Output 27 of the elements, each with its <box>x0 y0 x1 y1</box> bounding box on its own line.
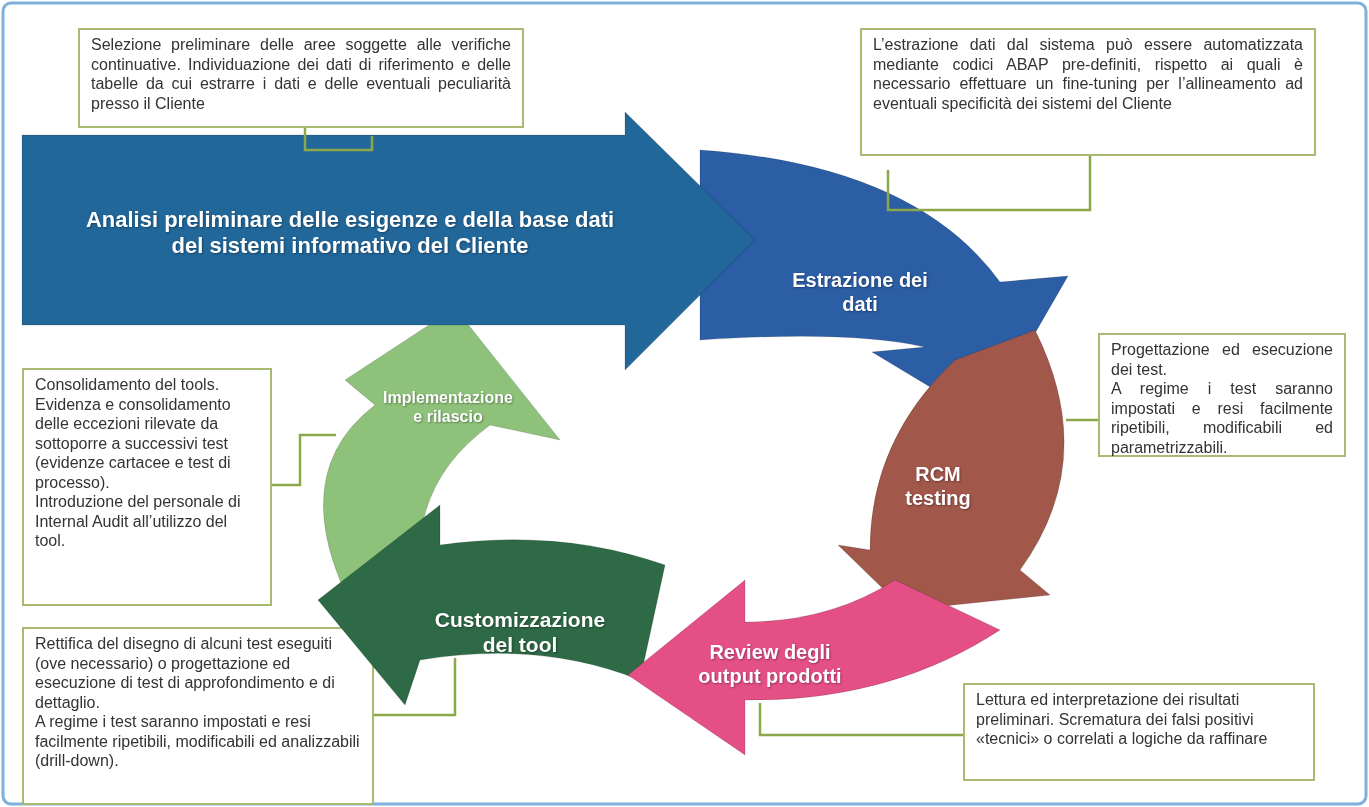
note-text: Introduzione del personale di Internal Audit all’utilizzo del tool. <box>35 492 242 551</box>
note-text: A regime i test saranno impostati e resi facilmente ripetibili, modificabili ed analizzabili (drill-down). <box>35 712 361 771</box>
note-text: Progettazione ed esecuzione dei test. <box>1111 340 1333 379</box>
step-title: Review degli output prodotti <box>697 640 843 688</box>
note-text: Consolidamento del tools. Evidenza e consolidamento delle eccezioni rilevate da sottoporre a successivi test (evidenze cartacee e test di processo). <box>35 375 232 492</box>
step-title: Analisi preliminare delle esigenze e della base dati del sistemi informativo del Cliente <box>84 207 616 260</box>
leader-line <box>886 156 1092 212</box>
note-text: A regime i test saranno impostati e resi facilmente ripetibili, modificabili ed parametrizzabili. <box>1111 379 1333 457</box>
note-box <box>78 28 524 128</box>
note-box <box>22 368 272 606</box>
note-box <box>1098 333 1346 457</box>
step-title: Customizzazione del tool <box>433 607 607 658</box>
note-box <box>963 683 1315 781</box>
leader-line <box>303 128 374 152</box>
leader-line <box>272 433 336 487</box>
leader-line <box>1066 418 1098 422</box>
leader-line <box>374 658 457 717</box>
note-text: L’estrazione dati dal sistema può essere automatizzata mediante codici ABAP pre-definiti, rispetto ai quali è necessario effettuare un fine-tuning per l’allineamento ad eventuali specificità dei sistemi del Cliente <box>873 35 1303 113</box>
note-box <box>860 28 1316 156</box>
note-text: Lettura ed interpretazione dei risultati preliminari. Scrematura dei falsi positivi «tecnici» o correlati a logiche da raffinare <box>976 690 1269 749</box>
leader-line <box>758 703 963 737</box>
note-text: Selezione preliminare delle aree soggette alle verifiche continuative. Individuazione dei dati di riferimento e delle tabelle da cui estrarre i dati e delle eventuali peculiarità presso il Cliente <box>91 35 511 113</box>
note-box <box>22 627 374 805</box>
step-title: Implementazione e rilascio <box>382 388 514 427</box>
note-text: Rettifica del disegno di alcuni test eseguiti (ove necessario) o progettazione ed esecuzione di test di approfondimento e di dettaglio. <box>35 634 336 712</box>
step-title: RCM testing <box>904 462 972 510</box>
step-title: Estrazione dei dati <box>791 268 929 316</box>
